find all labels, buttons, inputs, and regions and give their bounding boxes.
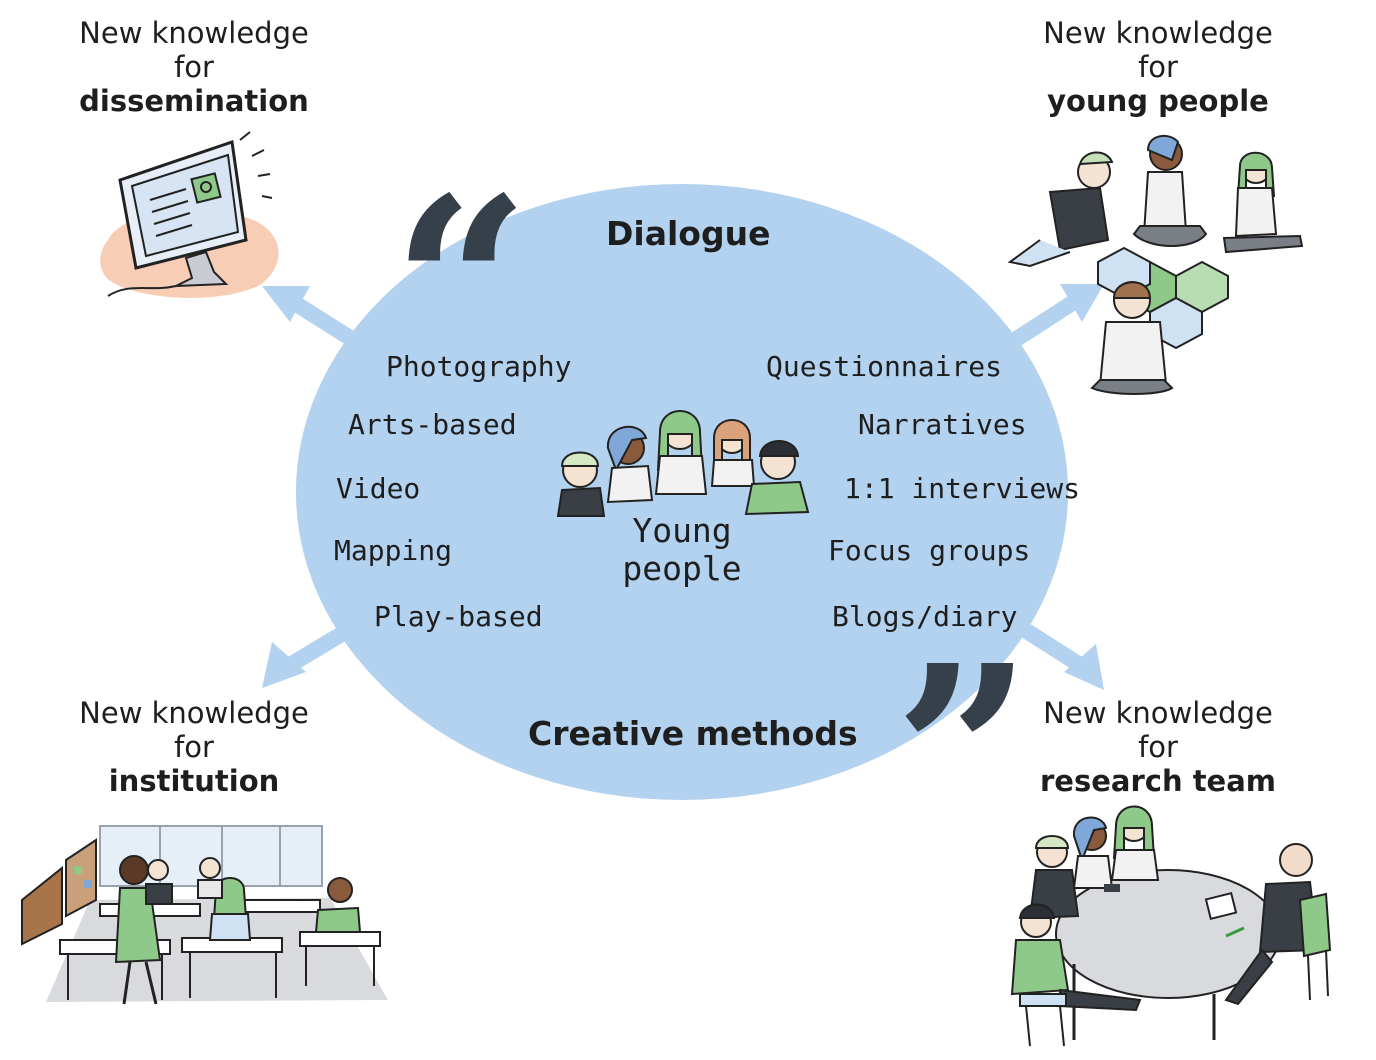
open-quote-icon: “ [392,145,531,427]
method-focus-groups: Focus groups [828,534,1031,567]
dialogue-label: Dialogue [606,214,771,253]
corner-bold-research-team: research team [1039,764,1277,798]
research-team-table-illustration [1010,805,1332,1047]
young-people-label: Young people [600,512,764,588]
corner-line-1: New knowledge [79,696,309,730]
corner-line-2: for [174,50,214,84]
arrow-bottom-right [1017,622,1104,690]
classroom-illustration [21,825,388,1005]
corner-bold-dissemination: dissemination [79,84,309,118]
method-play-based: Play-based [374,600,543,633]
corner-label-research-team: New knowledge for research team [1008,696,1308,798]
corner-line-2: for [1138,50,1178,84]
computer-monitor-illustration [100,131,279,298]
close-quote-icon: ” [894,613,1033,895]
arrow-top-left [262,286,358,346]
method-questionnaires: Questionnaires [766,350,1003,383]
method-interviews: 1:1 interviews [844,472,1081,505]
corner-line-2: for [1138,730,1178,764]
young-people-line-1: Young [632,511,732,550]
method-mapping: Mapping [334,534,453,567]
corner-line-1: New knowledge [1043,696,1273,730]
method-blogs-diary: Blogs/diary [832,600,1018,633]
young-people-group-illustration [556,410,810,517]
corner-bold-young-people: young people [1047,84,1269,118]
corner-bold-institution: institution [108,764,280,798]
corner-label-young-people: New knowledge for young people [1008,16,1308,118]
method-photography: Photography [386,350,572,383]
method-video: Video [336,472,421,505]
corner-line-2: for [174,730,214,764]
method-narratives: Narratives [858,408,1027,441]
corner-line-1: New knowledge [1043,16,1273,50]
arrows [262,284,1104,690]
method-arts-based: Arts-based [348,408,517,441]
corner-line-1: New knowledge [79,16,309,50]
arrow-bottom-left [262,624,353,688]
arrow-top-right [1010,284,1104,346]
corner-label-dissemination: New knowledge for dissemination [44,16,344,118]
creative-methods-label: Creative methods [528,714,858,753]
young-people-floor-illustration [1007,134,1304,395]
young-people-line-2: people [622,549,742,588]
corner-label-institution: New knowledge for institution [44,696,344,798]
